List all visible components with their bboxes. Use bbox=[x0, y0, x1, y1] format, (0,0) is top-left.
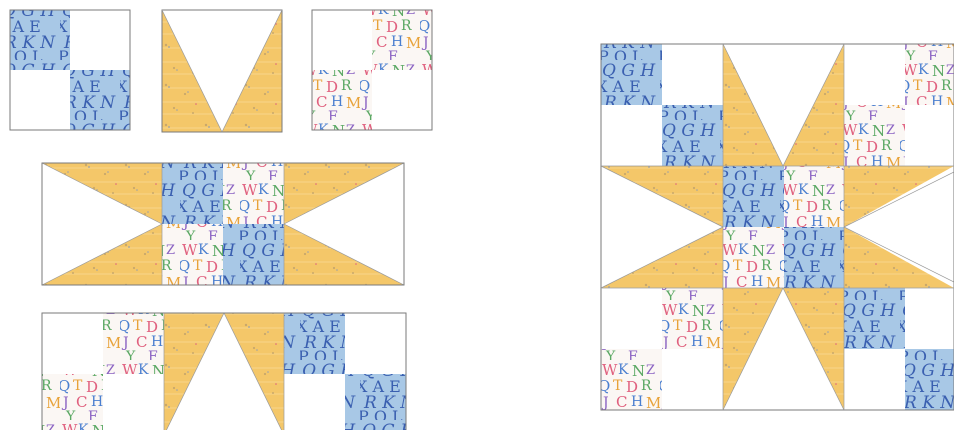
bottom-row bbox=[42, 313, 406, 430]
star-point-unit bbox=[162, 10, 282, 132]
four-patch-print bbox=[312, 10, 432, 130]
middle-row bbox=[42, 163, 404, 285]
assembled-star-block bbox=[601, 44, 954, 410]
four-patch-blue bbox=[10, 10, 130, 130]
